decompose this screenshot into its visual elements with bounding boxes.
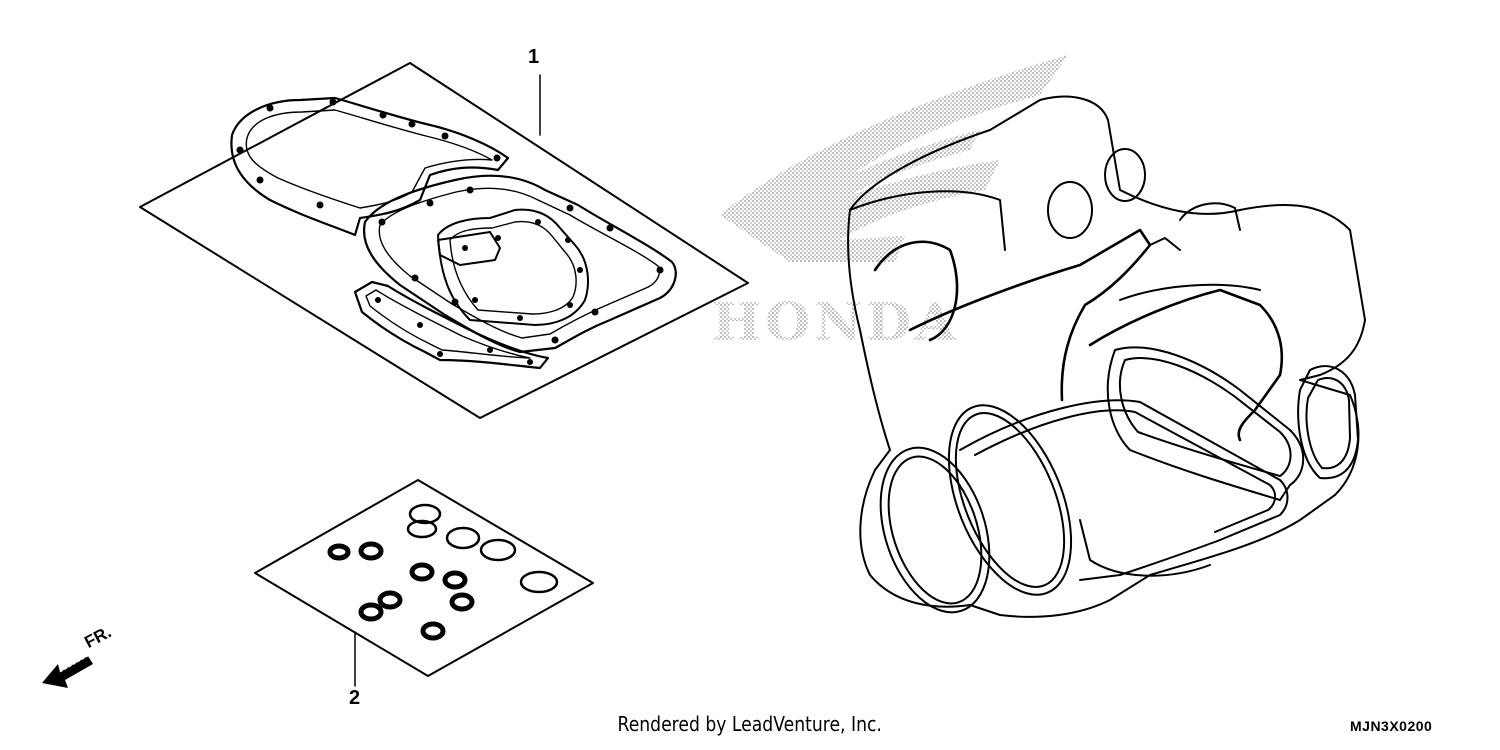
diagram-code: MJN3X0200 [1350, 718, 1433, 734]
engine-block-outline [847, 95, 1366, 618]
honda-wordmark: HONDA [712, 292, 959, 353]
callout-part-2: 2 [349, 687, 361, 709]
callout-part-1: 1 [528, 46, 540, 68]
seal-kit-b [254, 479, 594, 687]
arrow-down-left-icon [42, 655, 93, 688]
gasket-kit-a [139, 62, 749, 419]
honda-wing-watermark: HONDA [712, 55, 1068, 353]
render-credit: Rendered by LeadVenture, Inc. [0, 712, 1500, 736]
render-credit-text: Rendered by LeadVenture, Inc. [617, 712, 883, 736]
